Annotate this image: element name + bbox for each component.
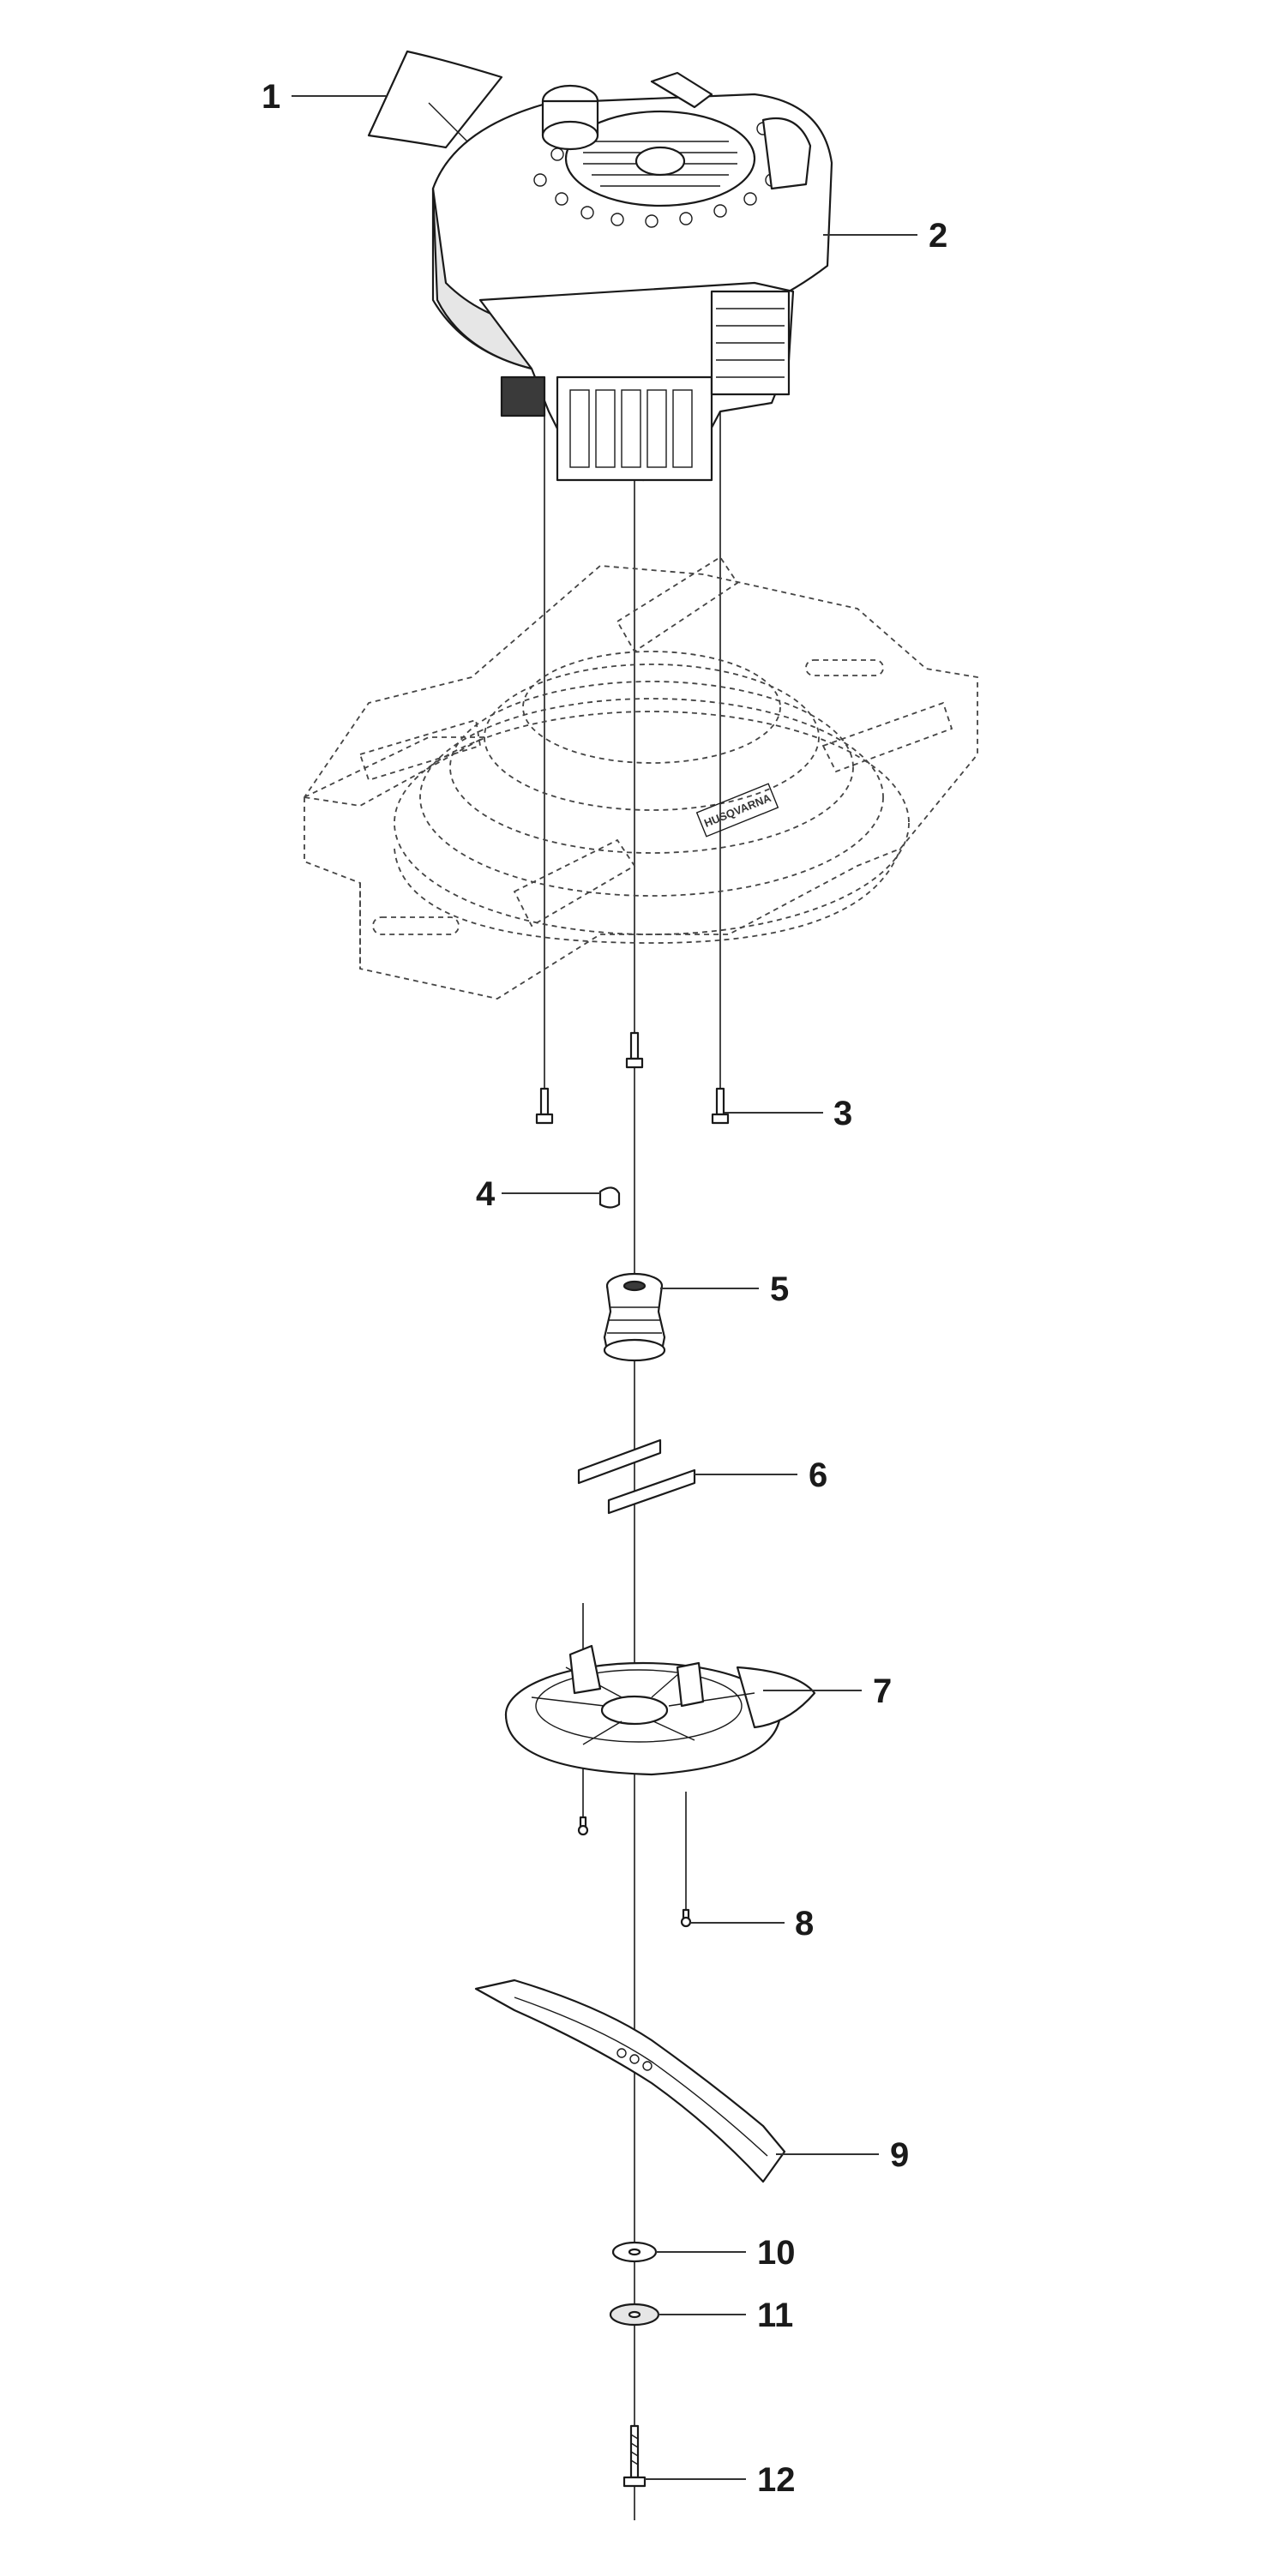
part-7-blade-holder[interactable] — [504, 1644, 816, 1776]
part-12-center-bolt[interactable] — [622, 2424, 647, 2488]
callout-3: 3 — [833, 1095, 852, 1132]
callout-10: 10 — [757, 2234, 796, 2272]
callout-1: 1 — [262, 78, 280, 116]
part-2-engine[interactable] — [431, 71, 833, 482]
callout-leaders — [292, 95, 917, 2480]
part-8-screws[interactable] — [577, 1816, 692, 1928]
part-10-washer[interactable] — [611, 2241, 658, 2263]
callout-6: 6 — [809, 1456, 827, 1494]
callout-7: 7 — [873, 1672, 892, 1710]
part-6-shims[interactable] — [577, 1438, 696, 1515]
part-11-washer[interactable] — [609, 2303, 660, 2327]
callout-2: 2 — [929, 217, 947, 255]
callout-9: 9 — [890, 2136, 909, 2174]
callout-8: 8 — [795, 1905, 814, 1943]
part-3-bolts[interactable] — [535, 1031, 730, 1125]
callout-12: 12 — [757, 2461, 796, 2499]
callout-4: 4 — [476, 1175, 496, 1213]
part-5-blade-adapter[interactable] — [603, 1272, 666, 1362]
mower-deck-outline: HUSQVARNA — [301, 555, 978, 1000]
callout-numbers: 1 2 3 4 5 6 7 8 9 10 11 12 — [262, 78, 947, 2499]
callout-5: 5 — [770, 1270, 789, 1308]
callout-11: 11 — [757, 2297, 793, 2334]
deck-decal-logo: HUSQVARNA — [695, 783, 779, 838]
part-4-key[interactable] — [598, 1186, 621, 1209]
part-9-blade[interactable] — [474, 1979, 786, 2183]
